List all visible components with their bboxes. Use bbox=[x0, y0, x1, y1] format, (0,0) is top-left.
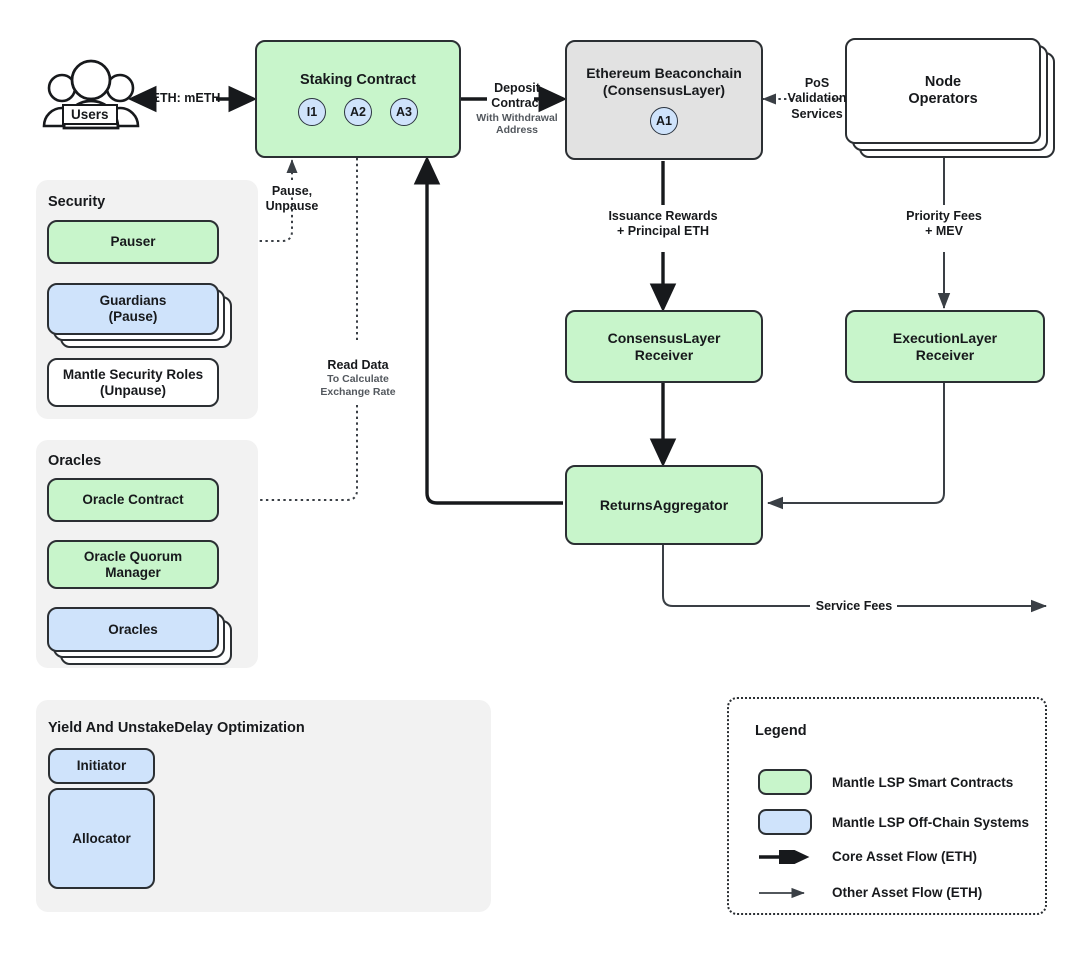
legend-swatch-green bbox=[758, 769, 812, 795]
legend-row-other-flow: Other Asset Flow (ETH) bbox=[758, 885, 982, 900]
staking-contract-badges: I1 A2 A3 bbox=[298, 98, 418, 127]
legend-swatch-blue bbox=[758, 809, 812, 835]
oracle-contract-label: Oracle Contract bbox=[82, 492, 184, 508]
legend-row-smart-contracts: Mantle LSP Smart Contracts bbox=[758, 769, 1013, 795]
read-data-sub2: Exchange Rate bbox=[320, 386, 396, 399]
deposit-line1: Deposit bbox=[494, 81, 540, 95]
optimization-panel-title: Yield And UnstakeDelay Optimization bbox=[48, 720, 305, 736]
priority-line1: Priority Fees bbox=[906, 209, 982, 223]
pos-line1: PoS bbox=[804, 76, 830, 90]
pauser-node[interactable]: Pauser bbox=[47, 220, 219, 264]
cl-receiver-title-line1: ConsensusLayer bbox=[607, 329, 721, 346]
msr-label-line1: Mantle Security Roles bbox=[62, 366, 204, 382]
legend-label-core-flow: Core Asset Flow (ETH) bbox=[832, 849, 978, 864]
edge-label-eth-meth: ETH: mETH bbox=[150, 91, 222, 106]
legend-row-offchain: Mantle LSP Off-Chain Systems bbox=[758, 809, 1029, 835]
pos-line2: Validation bbox=[787, 91, 847, 106]
beaconchain-title-line1: Ethereum Beaconchain bbox=[586, 64, 742, 81]
deposit-sub1: With Withdrawal bbox=[476, 111, 558, 124]
core-flow-arrow-icon bbox=[758, 842, 812, 871]
cl-receiver-title-line2: Receiver bbox=[634, 346, 694, 363]
priority-line2: + MEV bbox=[925, 224, 963, 239]
pause-line1: Pause, bbox=[271, 184, 313, 198]
guardians-stack[interactable]: Guardians (Pause) bbox=[47, 283, 233, 349]
staking-contract-node[interactable]: Staking Contract I1 A2 A3 bbox=[255, 40, 461, 158]
beaconchain-badges: A1 bbox=[650, 107, 678, 136]
pause-line2: Unpause bbox=[265, 199, 319, 214]
other-flow-arrow-icon bbox=[758, 886, 812, 900]
oracle-contract-node[interactable]: Oracle Contract bbox=[47, 478, 219, 522]
consensuslayer-receiver-node[interactable]: ConsensusLayer Receiver bbox=[565, 310, 763, 383]
node-operators-stack[interactable]: Node Operators bbox=[845, 38, 1055, 162]
executionlayer-receiver-node[interactable]: ExecutionLayer Receiver bbox=[845, 310, 1045, 383]
badge-a1[interactable]: A1 bbox=[650, 107, 678, 136]
initiator-node[interactable]: Initiator bbox=[48, 748, 155, 784]
eth-meth-text: ETH: mETH bbox=[151, 91, 221, 105]
guardians-label-line1: Guardians bbox=[99, 293, 167, 309]
oracle-quorum-manager-node[interactable]: Oracle Quorum Manager bbox=[47, 540, 219, 589]
initiator-label: Initiator bbox=[76, 758, 127, 774]
oracles-stack[interactable]: Oracles bbox=[47, 607, 233, 667]
pauser-label: Pauser bbox=[110, 234, 156, 250]
returns-aggregator-title: ReturnsAggregator bbox=[599, 496, 729, 513]
el-receiver-title-line2: Receiver bbox=[915, 346, 975, 363]
badge-a3[interactable]: A3 bbox=[390, 98, 418, 127]
issuance-line1: Issuance Rewards bbox=[608, 209, 718, 223]
returns-aggregator-node[interactable]: ReturnsAggregator bbox=[565, 465, 763, 545]
users-group-icon bbox=[42, 59, 140, 130]
edge-el-receiver-to-aggregator bbox=[767, 383, 945, 510]
edge-label-read-data: Read Data To Calculate Exchange Rate bbox=[300, 358, 416, 399]
edge-label-issuance-rewards: Issuance Rewards + Principal ETH bbox=[588, 209, 738, 240]
edge-label-deposit-contract: Deposit Contract With Withdrawal Address bbox=[462, 81, 572, 137]
security-panel-title: Security bbox=[48, 194, 106, 210]
badge-i1[interactable]: I1 bbox=[298, 98, 326, 127]
edge-service-fees-left bbox=[662, 545, 810, 607]
legend-label-smart-contracts: Mantle LSP Smart Contracts bbox=[832, 774, 1014, 790]
allocator-label: Allocator bbox=[72, 830, 131, 846]
edge-label-priority-fees: Priority Fees + MEV bbox=[884, 209, 1004, 240]
node-operators-title-line2: Operators bbox=[908, 91, 978, 107]
node-operators-node[interactable]: Node Operators bbox=[845, 38, 1041, 144]
users-group: Users bbox=[36, 54, 146, 140]
read-data-sub1: To Calculate bbox=[327, 373, 389, 386]
guardians-node[interactable]: Guardians (Pause) bbox=[47, 283, 219, 335]
legend-box: Legend Mantle LSP Smart Contracts Mantle… bbox=[727, 697, 1047, 915]
msr-label-line2: (Unpause) bbox=[99, 382, 166, 398]
oracles-node[interactable]: Oracles bbox=[47, 607, 219, 652]
guardians-label-line2: (Pause) bbox=[108, 309, 158, 324]
read-data-text: Read Data bbox=[327, 358, 389, 372]
node-operators-title-line1: Node bbox=[924, 73, 962, 90]
deposit-sub2: Address bbox=[495, 124, 538, 137]
users-label: Users bbox=[62, 104, 118, 125]
mantle-security-roles-node[interactable]: Mantle Security Roles (Unpause) bbox=[47, 358, 219, 407]
oracles-panel-title: Oracles bbox=[48, 453, 102, 469]
edge-aggregator-to-staking bbox=[413, 155, 563, 505]
legend-label-offchain: Mantle LSP Off-Chain Systems bbox=[832, 814, 1030, 830]
legend-label-other-flow: Other Asset Flow (ETH) bbox=[832, 885, 983, 900]
oqm-label-line1: Oracle Quorum bbox=[83, 548, 183, 564]
legend-title: Legend bbox=[755, 723, 807, 739]
service-fees-text: Service Fees bbox=[815, 599, 893, 613]
oqm-label-line2: Manager bbox=[105, 564, 161, 580]
el-receiver-title-line1: ExecutionLayer bbox=[892, 329, 998, 346]
allocator-node[interactable]: Allocator bbox=[48, 788, 155, 889]
issuance-line2: + Principal ETH bbox=[616, 224, 710, 239]
edge-label-pause-unpause: Pause, Unpause bbox=[242, 184, 342, 215]
badge-a2[interactable]: A2 bbox=[344, 98, 372, 127]
staking-contract-title: Staking Contract bbox=[299, 71, 416, 88]
edge-label-pos-validation: PoS Validation Services bbox=[772, 76, 862, 122]
pos-line3: Services bbox=[791, 106, 843, 121]
beaconchain-title-line2: (ConsensusLayer) bbox=[602, 81, 726, 98]
edge-label-service-fees: Service Fees bbox=[812, 599, 896, 614]
deposit-line2: Contract bbox=[491, 96, 543, 111]
ethereum-beaconchain-node[interactable]: Ethereum Beaconchain (ConsensusLayer) A1 bbox=[565, 40, 763, 160]
legend-row-core-flow: Core Asset Flow (ETH) bbox=[758, 842, 978, 871]
oracles-label: Oracles bbox=[108, 621, 158, 637]
